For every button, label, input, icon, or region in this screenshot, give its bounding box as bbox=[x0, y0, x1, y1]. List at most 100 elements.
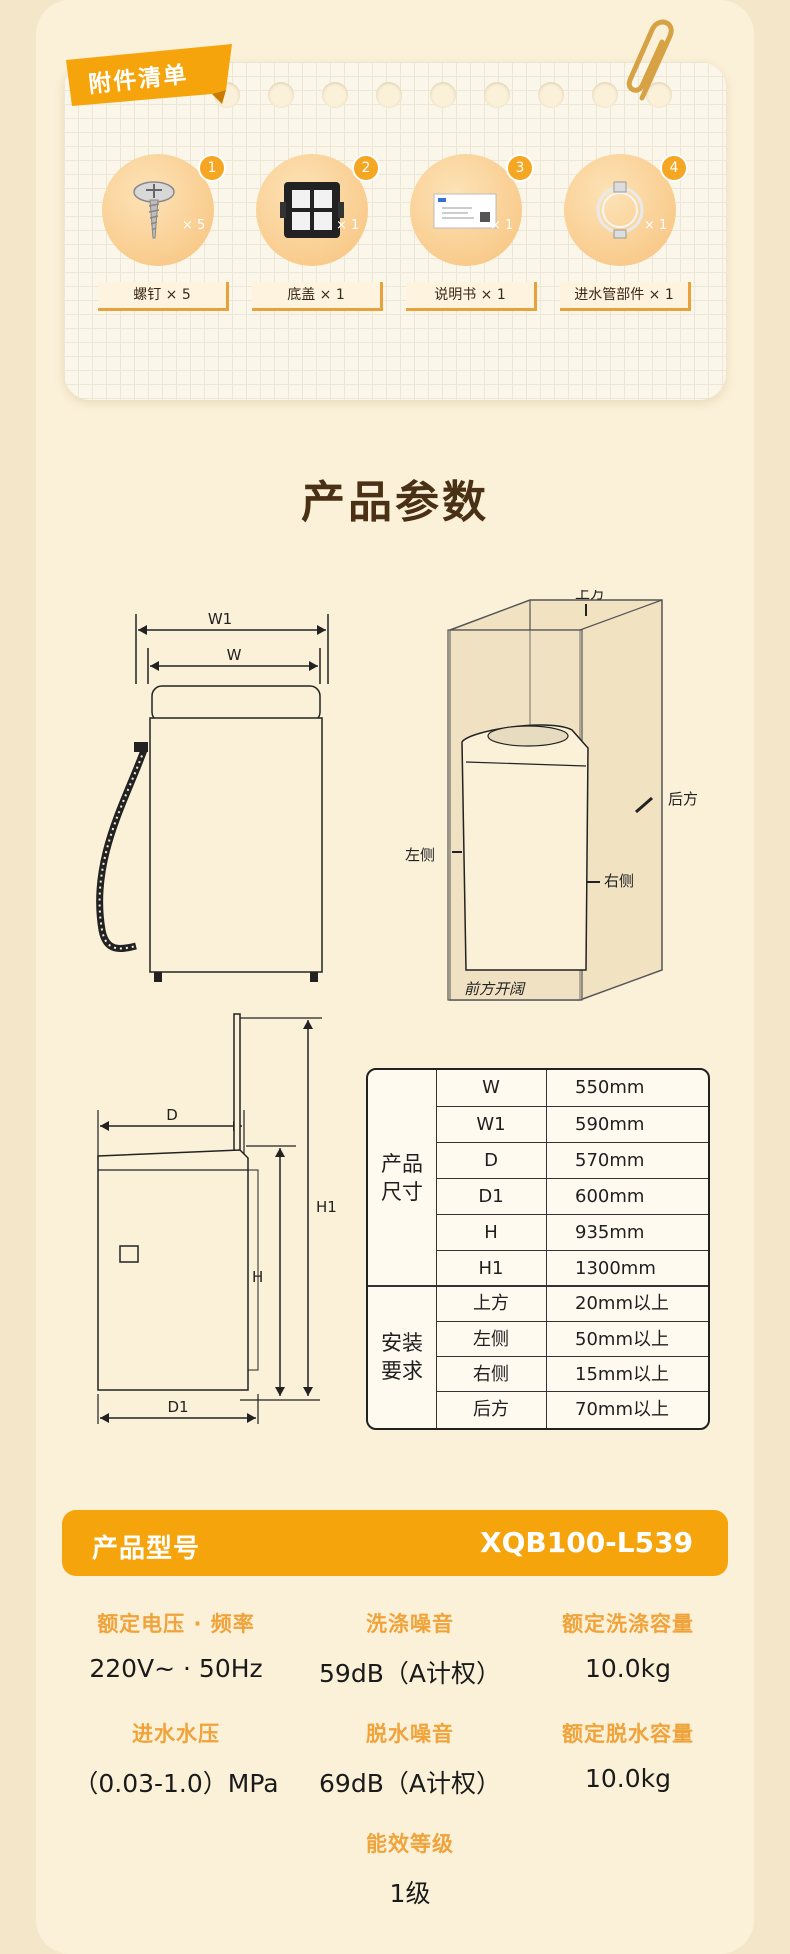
table-row: 左侧 50mm以上 bbox=[436, 1321, 708, 1358]
param-energy-grade: 能效等级 1级 bbox=[290, 1828, 530, 1910]
param-label: 能效等级 bbox=[366, 1832, 454, 1856]
water-hose-icon bbox=[596, 181, 644, 239]
param-value: 1级 bbox=[389, 1879, 431, 1908]
param-label: 额定洗涤容量 bbox=[562, 1612, 694, 1636]
spec-value: 550mm bbox=[575, 1077, 645, 1098]
spec-value: 590mm bbox=[575, 1114, 645, 1135]
spec-table: 产品 尺寸 安装 要求 W 550mm W1 590mm D 570mm D1 600m… bbox=[366, 1068, 710, 1430]
param-spin-noise: 脱水噪音 69dB（A计权） bbox=[290, 1718, 530, 1800]
table-row: 上方 20mm以上 bbox=[436, 1286, 708, 1322]
table-row: 后方 70mm以上 bbox=[436, 1391, 708, 1428]
spec-value: 20mm以上 bbox=[575, 1293, 669, 1314]
accessories-title-tag: 附件清单 bbox=[62, 42, 238, 110]
spec-key: H bbox=[436, 1215, 547, 1251]
accessory-item-water-hose: × 1 4 进水管部件 × 1 bbox=[560, 154, 691, 314]
d-label: D bbox=[166, 1106, 178, 1124]
accessory-label: 进水管部件 × 1 bbox=[560, 282, 691, 311]
front-view-diagram: W1 W bbox=[96, 610, 329, 982]
spec-key: W bbox=[436, 1070, 547, 1106]
param-label: 进水水压 bbox=[132, 1722, 220, 1746]
table-divider bbox=[436, 1070, 437, 1428]
tag-ribbon-icon bbox=[66, 44, 232, 106]
table-row: D 570mm bbox=[436, 1142, 708, 1179]
spec-key: 后方 bbox=[436, 1392, 547, 1428]
accessory-qty: × 1 bbox=[644, 218, 668, 233]
front-label: 前方开阔 bbox=[464, 980, 526, 998]
param-wash-noise: 洗涤噪音 59dB（A计权） bbox=[290, 1608, 530, 1690]
binder-hole bbox=[592, 82, 618, 108]
param-label: 脱水噪音 bbox=[366, 1722, 454, 1746]
spec-key: 左侧 bbox=[436, 1322, 547, 1358]
d1-label: D1 bbox=[167, 1398, 188, 1416]
binder-hole bbox=[322, 82, 348, 108]
spec-value: 935mm bbox=[575, 1222, 645, 1243]
spec-group-size: 产品 尺寸 bbox=[381, 1152, 423, 1204]
param-wash-capacity: 额定洗涤容量 10.0kg bbox=[508, 1608, 748, 1683]
param-value: 10.0kg bbox=[584, 1764, 671, 1793]
spec-key: D1 bbox=[436, 1179, 547, 1215]
spec-key: H1 bbox=[436, 1251, 547, 1287]
accessory-number-badge: 2 bbox=[352, 154, 380, 182]
param-value: 69dB（A计权） bbox=[319, 1769, 501, 1798]
param-label: 洗涤噪音 bbox=[366, 1612, 454, 1636]
table-row: H 935mm bbox=[436, 1214, 708, 1251]
spec-key: W1 bbox=[436, 1107, 547, 1143]
param-water-pressure: 进水水压 （0.03-1.0）MPa bbox=[56, 1718, 296, 1800]
section-title: 产品参数 bbox=[301, 477, 489, 528]
spec-key: 右侧 bbox=[436, 1357, 547, 1393]
spec-value: 70mm以上 bbox=[575, 1399, 669, 1420]
binder-hole bbox=[538, 82, 564, 108]
spec-group-install: 安装 要求 bbox=[381, 1331, 423, 1383]
base-cover-icon bbox=[280, 182, 344, 238]
table-row: H1 1300mm bbox=[436, 1250, 708, 1287]
model-value: XQB100-L539 bbox=[480, 1526, 694, 1559]
accessories-card: × 5 1 螺钉 × 5 × 1 2 底盖 × 1 × 1 3 说明书 × 1 bbox=[64, 62, 726, 400]
accessory-label: 说明书 × 1 bbox=[406, 282, 537, 311]
spec-value: 50mm以上 bbox=[575, 1329, 669, 1350]
spec-value: 1300mm bbox=[575, 1258, 656, 1279]
accessory-item-base-cover: × 1 2 底盖 × 1 bbox=[252, 154, 383, 314]
accessory-item-manual: × 1 3 说明书 × 1 bbox=[406, 154, 537, 314]
paperclip-icon bbox=[626, 19, 674, 101]
installation-space-diagram: 上方 左侧 右侧 后方 前方开阔 bbox=[405, 590, 698, 1001]
w1-label: W1 bbox=[208, 610, 232, 628]
table-divider bbox=[368, 1285, 708, 1287]
table-row: D1 600mm bbox=[436, 1178, 708, 1215]
left-label: 左侧 bbox=[405, 846, 435, 864]
binder-hole bbox=[268, 82, 294, 108]
accessory-label: 螺钉 × 5 bbox=[98, 282, 229, 311]
accessory-qty: × 1 bbox=[490, 218, 514, 233]
param-label: 额定电压 · 频率 bbox=[97, 1612, 255, 1636]
spec-key: D bbox=[436, 1143, 547, 1179]
accessory-qty: × 1 bbox=[336, 218, 360, 233]
side-view-diagram: H1 H D D1 bbox=[97, 1013, 337, 1424]
accessory-number-badge: 3 bbox=[506, 154, 534, 182]
manual-icon bbox=[433, 193, 497, 229]
spec-key: 上方 bbox=[436, 1286, 547, 1322]
table-row: W 550mm bbox=[436, 1070, 708, 1106]
param-voltage: 额定电压 · 频率 220V~ · 50Hz bbox=[56, 1608, 296, 1683]
param-spin-capacity: 额定脱水容量 10.0kg bbox=[508, 1718, 748, 1793]
model-label: 产品型号 bbox=[92, 1534, 201, 1564]
accessory-circle bbox=[564, 154, 676, 266]
spec-value: 570mm bbox=[575, 1150, 645, 1171]
h1-label: H1 bbox=[316, 1198, 337, 1216]
param-label: 额定脱水容量 bbox=[562, 1722, 694, 1746]
accessory-number-badge: 4 bbox=[660, 154, 688, 182]
top-label: 上方 bbox=[575, 590, 605, 602]
binder-hole bbox=[376, 82, 402, 108]
w-label: W bbox=[227, 646, 242, 664]
param-value: 10.0kg bbox=[584, 1654, 671, 1683]
screw-icon bbox=[133, 181, 175, 239]
binder-hole bbox=[646, 82, 672, 108]
accessory-label: 底盖 × 1 bbox=[252, 282, 383, 311]
spec-value: 600mm bbox=[575, 1186, 645, 1207]
table-row: W1 590mm bbox=[436, 1106, 708, 1143]
binder-hole bbox=[430, 82, 456, 108]
param-value: （0.03-1.0）MPa bbox=[73, 1769, 279, 1798]
right-label: 右侧 bbox=[604, 872, 634, 890]
model-bar: 产品型号 XQB100-L539 bbox=[62, 1510, 728, 1576]
accessory-item-screws: × 5 1 螺钉 × 5 bbox=[98, 154, 229, 314]
accessory-qty: × 5 bbox=[182, 218, 206, 233]
